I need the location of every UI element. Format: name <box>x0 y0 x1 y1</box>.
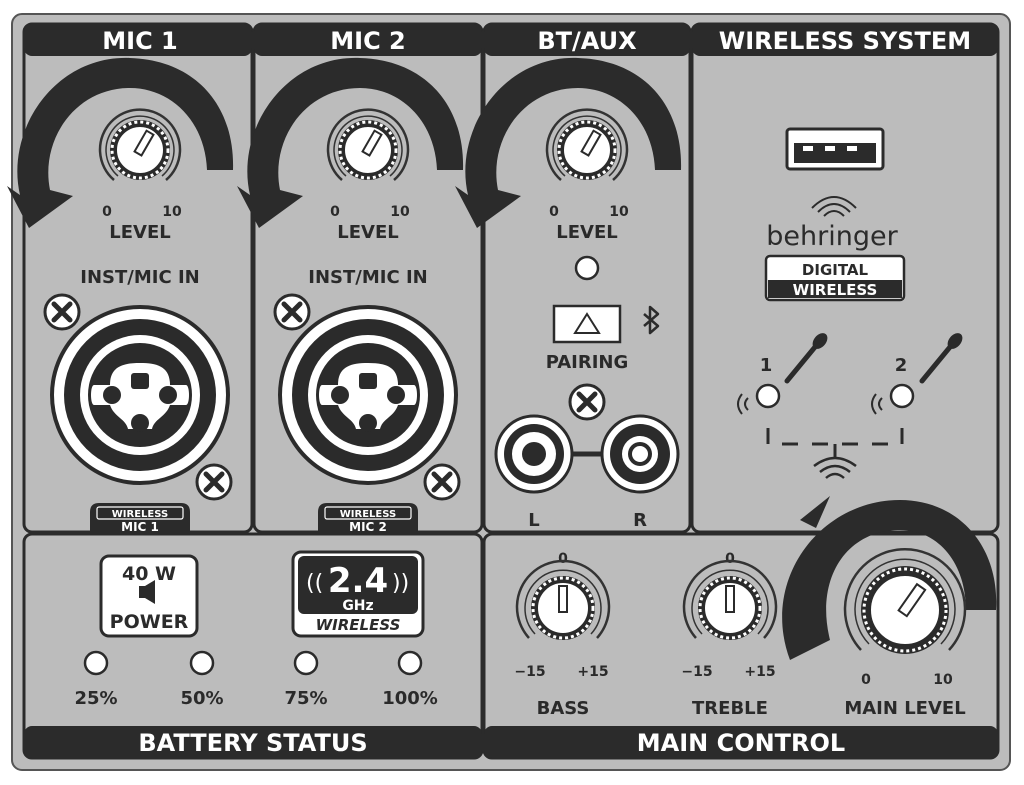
bt-title: BT/AUX <box>537 27 637 55</box>
bass-min-tick: −15 <box>514 664 545 680</box>
bt-level-label: LEVEL <box>556 222 617 243</box>
mic2-screw-top-icon <box>275 295 309 329</box>
mic2-level-label: LEVEL <box>337 222 398 243</box>
mic2-input-label: INST/MIC IN <box>308 267 427 288</box>
wireless-section: WIRELESS SYSTEM behringer DIGITAL WIRELE… <box>690 22 1000 534</box>
battery-led-75 <box>293 650 319 676</box>
main-title: MAIN CONTROL <box>637 729 845 757</box>
usb-port-icon <box>785 127 885 171</box>
mic2-badge-top: WIRELESS <box>340 509 396 520</box>
bt-screw-icon <box>570 385 604 419</box>
aux-right-rca-jack[interactable] <box>600 414 680 494</box>
treble-center-tick: 0 <box>725 551 735 567</box>
main-level-knob[interactable] <box>843 547 967 654</box>
digital-wireless-badge: DIGITAL WIRELESS <box>764 254 906 302</box>
digital-wireless-badge-bottom: WIRELESS <box>793 281 878 299</box>
wireless-signal-icon <box>811 196 857 217</box>
speaker-icon <box>139 580 155 604</box>
wireless-link-dashes <box>766 428 904 458</box>
mic1-combo-jack[interactable] <box>50 305 230 485</box>
battery-led-50 <box>189 650 215 676</box>
bass-label: BASS <box>537 698 590 719</box>
battery-level-50: 50% <box>180 688 223 709</box>
mic1-badge-top: WIRELESS <box>112 509 168 520</box>
mic1-section: MIC 1 0 10 LEVEL INST/MIC IN WIRELESS MI… <box>7 22 254 534</box>
band-label: WIRELESS <box>316 616 401 634</box>
bt-section: BT/AUX 0 10 LEVEL PAIRING L R <box>455 22 692 534</box>
mic1-level-knob[interactable] <box>98 108 182 182</box>
mic1-screw-bottom-icon <box>197 465 231 499</box>
wireless-mic1-led <box>755 383 781 409</box>
mic1-level-label: LEVEL <box>109 222 170 243</box>
power-badge: 40 W POWER <box>99 554 199 638</box>
treble-min-tick: −15 <box>681 664 712 680</box>
behringer-logo: behringer <box>766 221 898 252</box>
main-level-label: MAIN LEVEL <box>844 698 965 719</box>
mic2-wave-icon <box>871 393 883 415</box>
receiver-signal-icon <box>813 456 857 479</box>
mic1-title: MIC 1 <box>102 27 177 55</box>
mic2-title: MIC 2 <box>330 27 405 55</box>
aux-left-rca-jack[interactable] <box>494 414 574 494</box>
bt-status-led <box>574 255 600 281</box>
battery-level-25: 25% <box>74 688 117 709</box>
battery-section: BATTERY STATUS 40 W POWER 2.4 GHz WIRELE… <box>22 532 484 760</box>
band-wave-right-icon: )) <box>392 571 409 596</box>
aux-right-label: R <box>633 510 647 531</box>
bass-center-tick: 0 <box>558 551 568 567</box>
mic1-wireless-badge: WIRELESS MIC 1 <box>90 503 190 534</box>
pairing-label: PAIRING <box>546 352 629 373</box>
mic1-input-label: INST/MIC IN <box>80 267 199 288</box>
main-min-tick: 0 <box>861 672 871 688</box>
bluetooth-icon <box>643 305 660 335</box>
band-unit: GHz <box>342 598 373 614</box>
mic2-level-knob[interactable] <box>326 108 410 182</box>
wireless-band-badge: 2.4 GHz WIRELESS (( )) <box>291 550 425 638</box>
mic1-badge-bottom: MIC 1 <box>121 520 159 534</box>
power-label: POWER <box>110 611 189 633</box>
wireless-mic1-label: 1 <box>760 355 773 376</box>
main-section: MAIN CONTROL 0 −15 +15 BASS 0 −15 +15 TR… <box>482 496 1000 760</box>
wireless-mic2-label: 2 <box>895 355 908 376</box>
wireless-title: WIRELESS SYSTEM <box>719 27 971 55</box>
mic1-scale-max: 10 <box>162 204 182 220</box>
battery-title: BATTERY STATUS <box>138 729 367 757</box>
aux-left-label: L <box>528 510 539 531</box>
wireless-mic2-led <box>889 383 915 409</box>
mic2-combo-jack[interactable] <box>278 305 458 485</box>
digital-wireless-badge-top: DIGITAL <box>802 261 869 279</box>
bt-scale-max: 10 <box>609 204 629 220</box>
bt-level-knob[interactable] <box>545 108 629 182</box>
mic1-wave-icon <box>737 393 749 415</box>
band-value: 2.4 <box>328 561 388 601</box>
power-watts: 40 W <box>122 563 176 585</box>
mic2-section: MIC 2 0 10 LEVEL INST/MIC IN WIRELESS MI… <box>237 22 484 534</box>
battery-level-100: 100% <box>382 688 438 709</box>
band-wave-left-icon: (( <box>306 571 323 596</box>
battery-led-100 <box>397 650 423 676</box>
mic2-scale-max: 10 <box>390 204 410 220</box>
mic1-scale-min: 0 <box>102 204 112 220</box>
bass-max-tick: +15 <box>577 664 608 680</box>
pairing-button[interactable] <box>552 304 622 344</box>
treble-label: TREBLE <box>692 698 768 719</box>
mic1-screw-top-icon <box>45 295 79 329</box>
mic2-badge-bottom: MIC 2 <box>349 520 387 534</box>
battery-led-25 <box>83 650 109 676</box>
mic2-scale-min: 0 <box>330 204 340 220</box>
battery-level-75: 75% <box>284 688 327 709</box>
main-max-tick: 10 <box>933 672 953 688</box>
bt-scale-min: 0 <box>549 204 559 220</box>
mic2-screw-bottom-icon <box>425 465 459 499</box>
mic2-wireless-badge: WIRELESS MIC 2 <box>318 503 418 534</box>
main-swoosh-arrow-icon <box>782 496 997 660</box>
treble-max-tick: +15 <box>744 664 775 680</box>
